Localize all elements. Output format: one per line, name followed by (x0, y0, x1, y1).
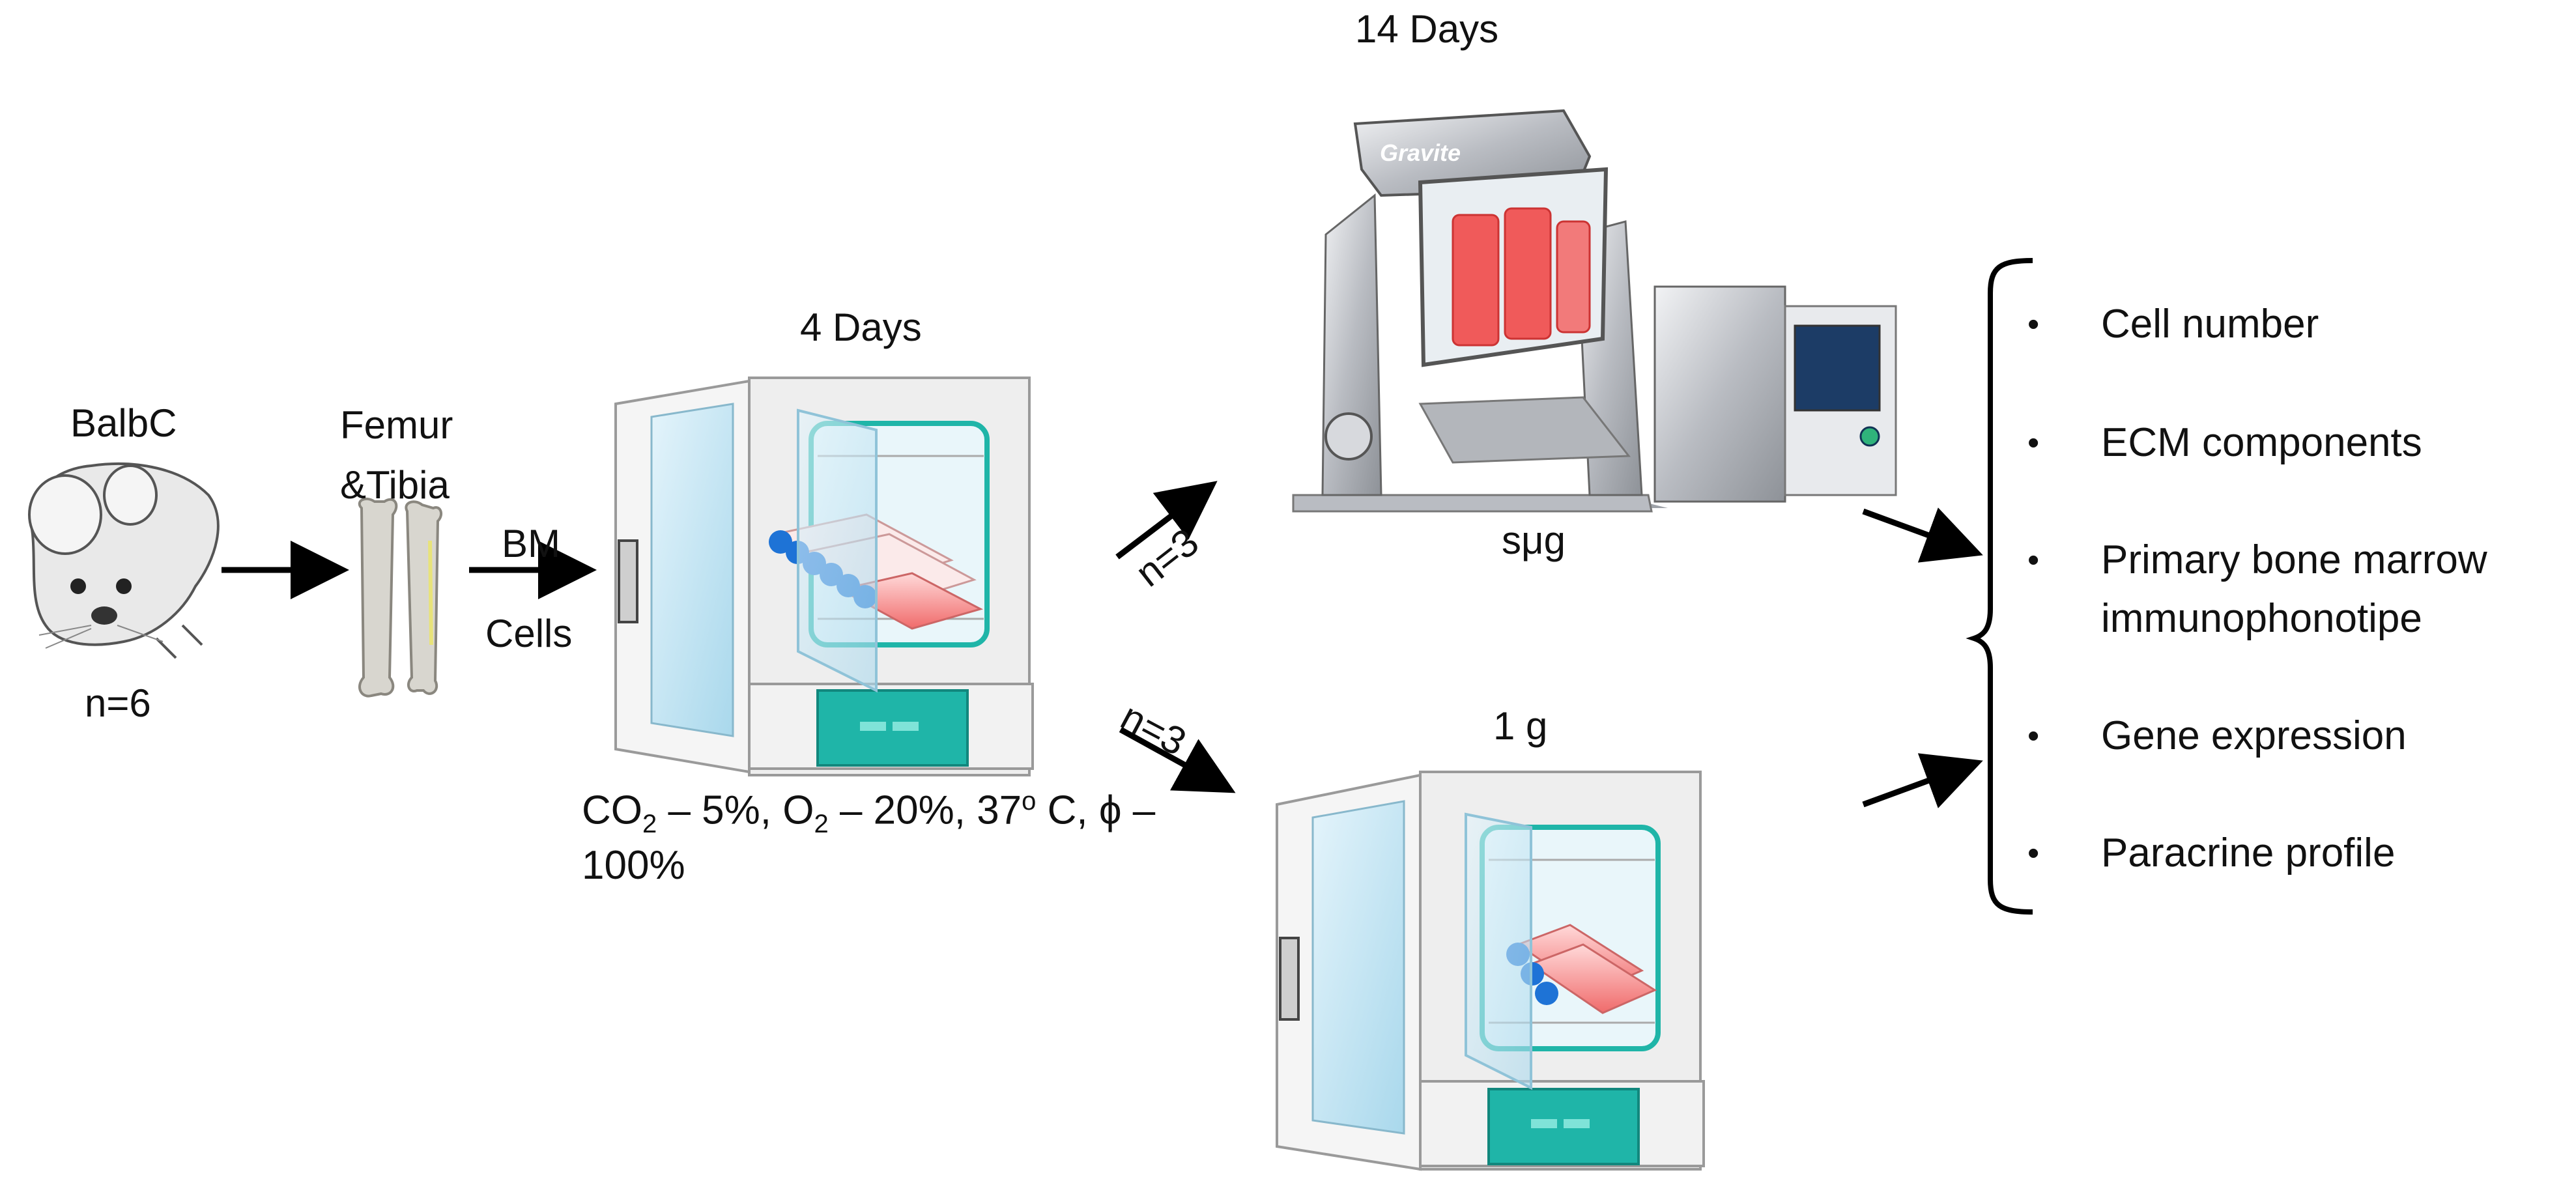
incubator-4-days (614, 377, 1034, 776)
bones-illustration (358, 497, 443, 698)
one-g-label: 1 g (1493, 704, 1548, 748)
device-brand: Gravite (1380, 139, 1461, 166)
list-item: Cell number (2101, 302, 2319, 347)
list-bullet: • (2027, 541, 2040, 579)
list-bullet: • (2027, 424, 2040, 462)
smg-label: sμg (1502, 519, 1566, 562)
cells-label-line1: BM (502, 522, 560, 565)
mouse-count-label: n=6 (85, 681, 151, 725)
list-item: Gene expression (2101, 713, 2407, 758)
smg-days-label: 14 Days (1355, 7, 1499, 51)
mouse-illustration (28, 462, 220, 659)
list-item-continuation: immunophonotipe (2101, 596, 2422, 641)
inner-glass-door (797, 408, 878, 693)
list-bullet: • (2027, 717, 2040, 755)
list-item: Paracrine profile (2101, 831, 2396, 875)
list-bullet: • (2027, 306, 2040, 343)
arrow-to-smg (1115, 481, 1218, 560)
mouse-strain-label: BalbC (70, 401, 177, 445)
arrow-smg-to-outcomes (1862, 507, 1983, 563)
flask-stack (1506, 924, 1657, 1014)
outcomes-brace (1966, 258, 2033, 915)
cells-label-line2: Cells (485, 612, 573, 655)
list-bullet: • (2027, 834, 2040, 872)
arrow-to-1g (1119, 727, 1236, 793)
controller-screen (1794, 324, 1881, 412)
bones-label-line2: &Tibia (340, 463, 450, 507)
culture-conditions-line1: CO2 – 5%, O2 – 20%, 37o C, ϕ – (582, 787, 1156, 839)
smg-flasks (1452, 207, 1591, 347)
gravite-device: Gravite (1292, 109, 1897, 513)
bones-label-line1: Femur (340, 403, 453, 447)
door-handle (1279, 937, 1300, 1021)
arrow-1g-to-outcomes (1862, 753, 1983, 808)
list-item: Primary bone marrow (2101, 537, 2487, 582)
culture-conditions-line2: 100% (582, 843, 685, 888)
list-item: ECM components (2101, 420, 2422, 465)
door-handle (618, 539, 638, 623)
incubator-1g (1276, 771, 1705, 1171)
incubator-days-label: 4 Days (800, 306, 922, 349)
inner-glass-door (1465, 812, 1532, 1090)
